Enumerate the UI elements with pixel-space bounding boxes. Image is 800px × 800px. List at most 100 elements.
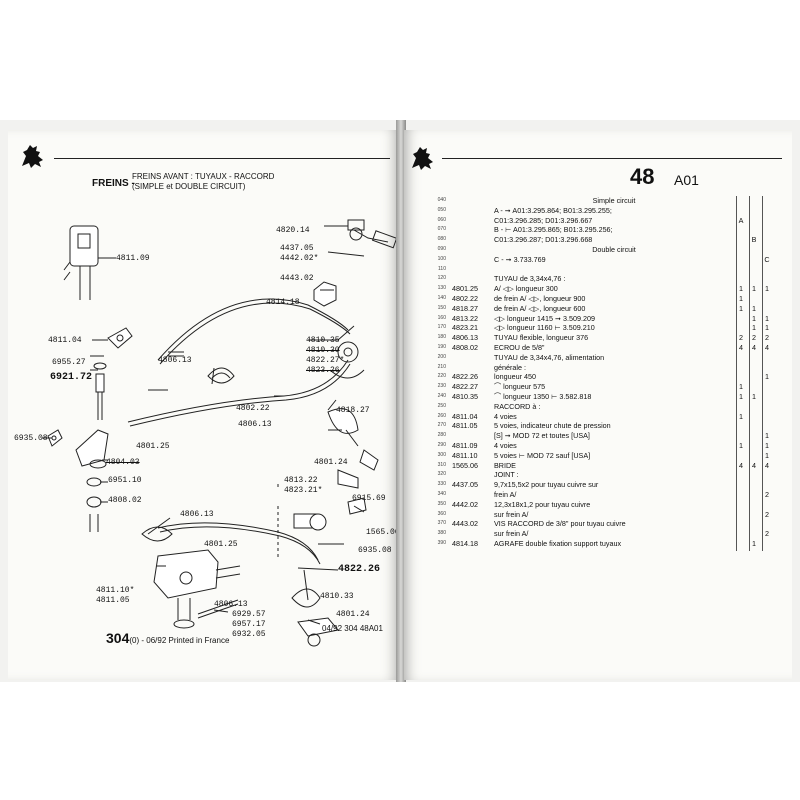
book-spread: FREINS - FREINS AVANT : TUYAUX - RACCORD… [0, 120, 800, 682]
part-reference: 4442.02 [452, 499, 478, 509]
part-reference: 4437.05 [452, 480, 478, 490]
part-reference: 4822.26 [452, 372, 478, 382]
qty-column-rule [749, 196, 750, 551]
qty-col-c: 2 [765, 509, 769, 519]
part-reference: 4443.02 [452, 519, 478, 529]
part-reference: 4810.35 [452, 391, 478, 401]
callout: 4802.22 [236, 404, 270, 413]
line-number: 120 [437, 275, 446, 282]
part-description: Simple circuit [592, 196, 636, 205]
part-reference: 4814.18 [452, 538, 478, 548]
part-description: TUYAU de 3,34x4,76, alimentation [494, 352, 605, 362]
qty-col-a: 4 [739, 342, 743, 352]
part-description: ⌒ longueur 575 [494, 382, 546, 392]
callout: 1565.06 [366, 528, 398, 537]
peugeot-lion-logo [412, 147, 433, 170]
callout: 4811.05 [96, 596, 130, 605]
part-description: A/ ◁▷ longueur 300 [494, 284, 558, 294]
part-description: de frein A/ ◁▷, longueur 600 [494, 303, 586, 313]
subtitle-line1: FREINS AVANT : TUYAUX - RACCORD [132, 172, 275, 181]
part-description: ◁▷ longueur 1415 ➞ 3.509.209 [494, 313, 596, 323]
callout: 4813.22 [284, 476, 318, 485]
qty-column-rule [736, 196, 737, 551]
part-description: VIS RACCORD de 3/8" pour tuyau cuivre [494, 519, 626, 529]
qty-col-a: A [738, 215, 744, 225]
line-number: 060 [437, 216, 446, 223]
parts-row: 200 TUYAU de 3,34x4,76, alimentation [430, 353, 774, 363]
callout: 4443.02 [280, 274, 314, 283]
qty-col-b: 1 [752, 303, 756, 313]
qty-col-b: B [751, 235, 757, 245]
line-number: 260 [437, 412, 446, 419]
part-description: BRIDE [494, 460, 516, 470]
qty-col-c: 1 [765, 323, 769, 333]
part-reference: 4822.27 [452, 382, 478, 392]
page-footer-number: 304 [106, 630, 130, 646]
qty-col-b: 4 [752, 342, 756, 352]
part-reference: 4801.25 [452, 284, 478, 294]
line-number: 070 [437, 226, 446, 233]
callout: 6951.10 [108, 476, 142, 485]
qty-col-b: 1 [752, 323, 756, 333]
part-description: sur frein A/ [494, 509, 529, 519]
line-number: 250 [437, 402, 446, 409]
line-number: 300 [437, 451, 446, 458]
qty-column-rule [762, 196, 763, 551]
qty-col-a: 1 [739, 391, 743, 401]
callout: 4801.25 [136, 442, 170, 451]
callout: 6921.72 [50, 372, 93, 383]
callout: 4823.26 [306, 366, 340, 375]
line-number: 090 [437, 245, 446, 252]
parts-row: 360 sur frein A/2 [430, 510, 774, 520]
part-reference: 4823.21 [452, 323, 478, 333]
qty-col-a: 1 [739, 440, 743, 450]
qty-col-a: 4 [739, 460, 743, 470]
qty-col-b: 1 [752, 391, 756, 401]
part-reference: 4811.05 [452, 421, 478, 431]
section-title: FREINS - [92, 178, 135, 189]
callout: 4806.13 [158, 356, 192, 365]
line-number: 290 [437, 441, 446, 448]
part-description: 4 voies [494, 440, 517, 450]
line-number: 200 [437, 353, 446, 360]
callout: 4811.09 [116, 254, 150, 263]
callout: 4818.27 [336, 406, 370, 415]
callout: 6955.27 [52, 358, 86, 367]
part-description: frein A/ [494, 489, 517, 499]
callout: 4811.10* [96, 586, 135, 595]
line-number: 320 [437, 471, 446, 478]
line-number: 180 [437, 334, 446, 341]
page-footer: 304(0) - 06/92 Printed in France [106, 630, 229, 646]
part-reference: 4818.27 [452, 303, 478, 313]
part-description: ◁▷ longueur 1160 ⊢ 3.509.210 [494, 323, 595, 333]
callout: 4820.14 [276, 226, 310, 235]
qty-col-b: 1 [752, 313, 756, 323]
line-number: 360 [437, 510, 446, 517]
line-number: 240 [437, 392, 446, 399]
qty-col-c: 1 [765, 450, 769, 460]
parts-row: 110 [430, 265, 774, 275]
line-number: 100 [437, 255, 446, 262]
qty-col-a: 2 [739, 333, 743, 343]
line-number: 340 [437, 490, 446, 497]
part-description: A - ➞ A01:3.295.864; B01:3.295.255; [494, 205, 612, 215]
line-number: 110 [438, 265, 446, 272]
qty-col-c: C [764, 254, 770, 264]
line-number: 230 [437, 383, 446, 390]
part-description: RACCORD à : [494, 401, 541, 411]
